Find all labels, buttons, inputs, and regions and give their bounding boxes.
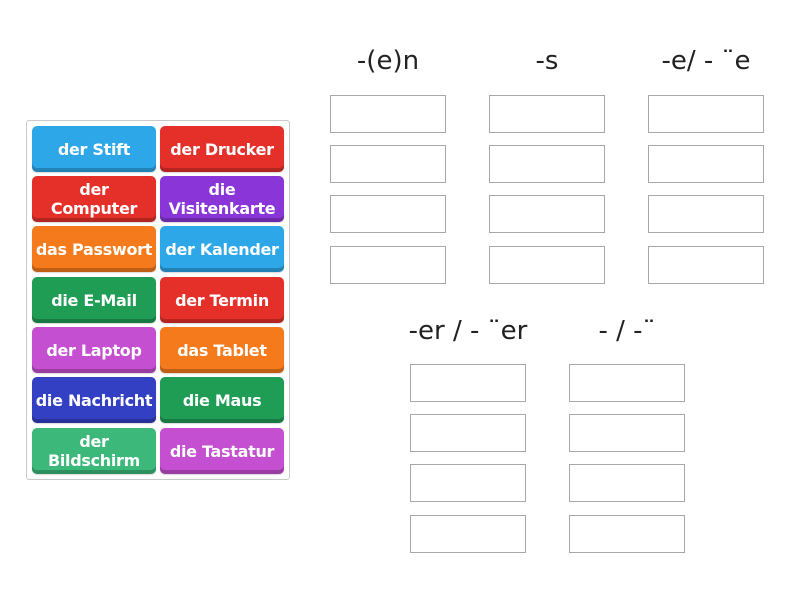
tile-der-bildschirm[interactable]: der Bildschirm xyxy=(32,428,156,474)
drop-slot-er-3[interactable] xyxy=(410,464,526,502)
drop-slot-e-3[interactable] xyxy=(648,195,764,233)
tile-der-termin[interactable]: der Termin xyxy=(160,277,284,323)
drop-slot-er-1[interactable] xyxy=(410,364,526,402)
drop-slot-none-2[interactable] xyxy=(569,414,685,452)
group-header-er: -er / - ¨er xyxy=(408,316,528,346)
drop-slot-e-1[interactable] xyxy=(648,95,764,133)
group-header-en: -(e)n xyxy=(356,46,420,76)
drop-slot-er-2[interactable] xyxy=(410,414,526,452)
drop-slot-en-3[interactable] xyxy=(330,195,446,233)
tile-die-tastatur[interactable]: die Tastatur xyxy=(160,428,284,474)
drop-slot-s-2[interactable] xyxy=(489,145,605,183)
tile-das-tablet[interactable]: das Tablet xyxy=(160,327,284,373)
drop-slot-none-1[interactable] xyxy=(569,364,685,402)
drop-slot-er-4[interactable] xyxy=(410,515,526,553)
drop-slot-none-3[interactable] xyxy=(569,464,685,502)
tile-die-email[interactable]: die E-Mail xyxy=(32,277,156,323)
drop-slot-e-4[interactable] xyxy=(648,246,764,284)
group-header-none: - / -¨ xyxy=(598,316,656,346)
group-header-s: -s xyxy=(535,46,559,76)
tile-der-drucker[interactable]: der Drucker xyxy=(160,126,284,172)
tile-der-computer[interactable]: der Computer xyxy=(32,176,156,222)
tile-der-stift[interactable]: der Stift xyxy=(32,126,156,172)
word-tile-tray: der Stift der Drucker der Computer die V… xyxy=(26,120,290,480)
drop-slot-en-4[interactable] xyxy=(330,246,446,284)
group-header-e: -e/ - ¨e xyxy=(661,46,751,76)
drop-slot-en-1[interactable] xyxy=(330,95,446,133)
tile-das-passwort[interactable]: das Passwort xyxy=(32,226,156,272)
tile-die-nachricht[interactable]: die Nachricht xyxy=(32,377,156,423)
tile-der-laptop[interactable]: der Laptop xyxy=(32,327,156,373)
tile-die-visitenkarte[interactable]: die Visitenkarte xyxy=(160,176,284,222)
drop-slot-none-4[interactable] xyxy=(569,515,685,553)
tile-der-kalender[interactable]: der Kalender xyxy=(160,226,284,272)
tile-die-maus[interactable]: die Maus xyxy=(160,377,284,423)
drop-slot-en-2[interactable] xyxy=(330,145,446,183)
drop-slot-s-1[interactable] xyxy=(489,95,605,133)
drop-slot-s-3[interactable] xyxy=(489,195,605,233)
drop-slot-s-4[interactable] xyxy=(489,246,605,284)
drop-slot-e-2[interactable] xyxy=(648,145,764,183)
